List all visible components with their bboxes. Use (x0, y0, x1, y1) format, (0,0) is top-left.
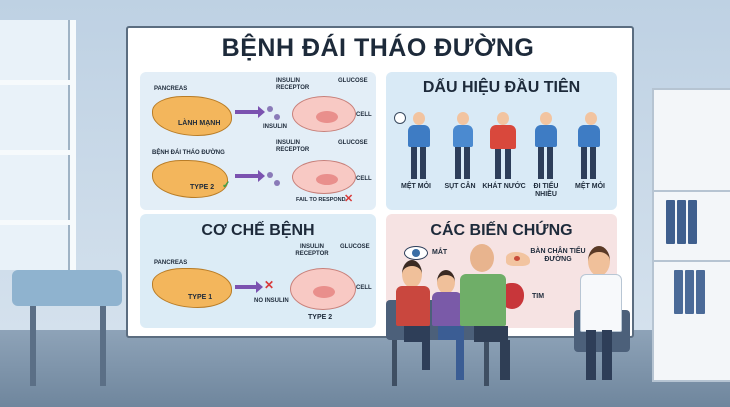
bench-leg (392, 340, 397, 386)
healthy-label: LÀNH MẠNH (178, 120, 221, 127)
early-signs-heading: DẤU HIỆU ĐẦU TIÊN (422, 79, 581, 96)
symptom-label: MỆT MỎI (401, 183, 431, 190)
check-icon: ✓ (222, 180, 231, 191)
disease-label: BỆNH ĐÁI THÁO ĐƯỜNG (152, 150, 225, 156)
insulin-dot-icon (267, 106, 273, 112)
eye-label: MẮT (432, 249, 448, 256)
pancreas-label-2: PANCREAS (154, 260, 188, 266)
cell-label: CELL (356, 112, 372, 118)
bench-leg (484, 340, 489, 386)
heart-label: TIM (532, 293, 545, 300)
pancreas-image-type1 (152, 268, 232, 308)
arrow-icon (235, 106, 265, 118)
insulin-receptor-label-2: INSULIN RECEPTOR (276, 140, 310, 153)
exam-table-leg (30, 306, 36, 386)
exam-table-leg (100, 306, 106, 386)
insulin-dot-icon (274, 180, 280, 186)
insulin-dot-icon (267, 172, 273, 178)
pancreas-image-disease (152, 160, 228, 198)
type2-label: TYPE 2 (190, 184, 215, 191)
symptom-label: MỆT MỎI (575, 183, 605, 190)
insulin-receptor-label-3: INSULIN RECEPTOR (295, 244, 329, 257)
cross-icon: ✕ (344, 193, 354, 205)
glucose-label-3: GLUCOSE (340, 244, 370, 250)
arrow-icon (235, 281, 263, 293)
window (0, 20, 76, 270)
no-insulin-label: NO INSULIN (254, 298, 289, 304)
cross-icon: ✕ (264, 278, 275, 292)
insulin-label: INSULIN (263, 124, 287, 130)
exam-table (12, 270, 122, 306)
symptom-label: KHÁT NƯỚC (482, 183, 526, 190)
insulin-receptor-label: INSULIN RECEPTOR (276, 78, 310, 91)
cell-nucleus (313, 286, 335, 298)
pancreas-image (152, 96, 232, 136)
foot-icon (506, 252, 530, 266)
mechanism-heading: CƠ CHẾ BỆNH (201, 222, 315, 239)
cell-image-2 (292, 160, 356, 194)
complications-heading: CÁC BIẾN CHỨNG (430, 222, 573, 239)
foot-label: BÀN CHÂN TIỂU ĐƯỜNG (530, 248, 586, 263)
symptom-label: SỤT CÂN (444, 183, 476, 190)
cell-nucleus (316, 111, 338, 123)
poster-title: BỆNH ĐÁI THÁO ĐƯỜNG (221, 34, 535, 62)
filing-cabinet (652, 88, 730, 382)
arrow-icon (235, 170, 265, 182)
cell-nucleus (316, 174, 338, 185)
glucose-label: GLUCOSE (338, 78, 368, 84)
glucose-label-2: GLUCOSE (338, 140, 368, 146)
type1-label: TYPE 1 (188, 294, 213, 301)
cell-label-2: CELL (356, 176, 372, 182)
fail-label: FAIL TO RESPOND (296, 197, 346, 203)
cell-image (292, 96, 356, 132)
eye-icon (404, 246, 428, 260)
cell-label-3: CELL (356, 285, 372, 291)
insulin-dot-icon (274, 114, 280, 120)
clock-icon (394, 112, 406, 124)
type2-label-2: TYPE 2 (308, 314, 333, 321)
pancreas-label: PANCREAS (154, 86, 188, 92)
symptom-label: ĐI TIỂU NHIỀU (533, 183, 559, 198)
